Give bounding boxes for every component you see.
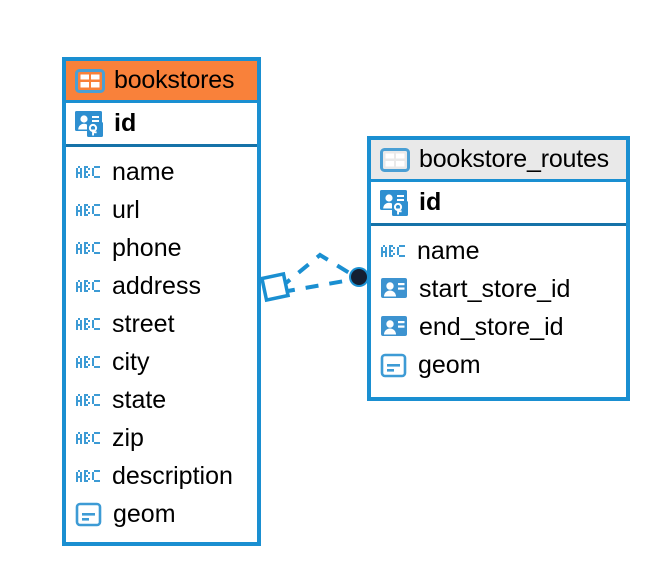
text-type-icon	[75, 464, 103, 490]
field-row-name[interactable]: name	[380, 232, 617, 270]
field-row-geom[interactable]: geom	[380, 346, 617, 384]
field-label: street	[112, 309, 175, 338]
field-label: geom	[113, 499, 176, 528]
field-row-description[interactable]: description	[75, 457, 248, 495]
text-type-icon	[75, 274, 103, 300]
field-list-bookstore-routes: name start_store_id	[371, 226, 626, 392]
field-row-name[interactable]: name	[75, 153, 248, 191]
field-label: url	[112, 195, 140, 224]
entity-bookstore-routes[interactable]: bookstore_routes id	[367, 136, 630, 401]
field-row-primary-key[interactable]: id	[66, 100, 257, 147]
field-label: id	[114, 109, 137, 137]
field-row-start-store-id[interactable]: start_store_id	[380, 270, 617, 308]
relationship-line-lower	[281, 277, 357, 294]
field-row-primary-key[interactable]: id	[371, 179, 626, 226]
field-label: description	[112, 461, 233, 490]
primary-key-icon	[75, 110, 105, 138]
field-row-phone[interactable]: phone	[75, 229, 248, 267]
entity-header-bookstores[interactable]: bookstores	[66, 61, 257, 100]
text-type-icon	[75, 160, 103, 186]
field-row-geom[interactable]: geom	[75, 495, 248, 533]
text-type-icon	[75, 388, 103, 414]
text-type-icon	[75, 312, 103, 338]
field-label: state	[112, 385, 167, 414]
hollow-diamond-marker	[259, 271, 291, 303]
field-label: id	[419, 188, 442, 216]
primary-key-icon	[380, 189, 410, 217]
field-label: zip	[112, 423, 144, 452]
field-row-url[interactable]: url	[75, 191, 248, 229]
text-type-icon	[380, 239, 408, 265]
table-icon	[75, 68, 105, 94]
foreign-key-icon	[380, 275, 410, 303]
field-row-state[interactable]: state	[75, 381, 248, 419]
field-label: phone	[112, 233, 182, 262]
entity-title: bookstores	[114, 66, 235, 94]
field-label: geom	[418, 350, 481, 379]
text-type-icon	[75, 350, 103, 376]
foreign-key-icon	[380, 313, 410, 341]
field-label: end_store_id	[419, 312, 564, 341]
field-label: address	[112, 271, 201, 300]
field-label: city	[112, 347, 150, 376]
table-icon	[380, 147, 410, 173]
text-type-icon	[75, 426, 103, 452]
field-row-address[interactable]: address	[75, 267, 248, 305]
entity-header-bookstore-routes[interactable]: bookstore_routes	[371, 140, 626, 179]
field-row-end-store-id[interactable]: end_store_id	[380, 308, 617, 346]
relationship-line-upper	[278, 252, 358, 290]
field-label: start_store_id	[419, 274, 571, 303]
field-row-zip[interactable]: zip	[75, 419, 248, 457]
field-row-street[interactable]: street	[75, 305, 248, 343]
field-row-city[interactable]: city	[75, 343, 248, 381]
filled-circle-marker	[349, 267, 369, 287]
entity-bookstores[interactable]: bookstores id	[62, 57, 261, 546]
text-type-icon	[75, 236, 103, 262]
text-type-icon	[75, 198, 103, 224]
entity-title: bookstore_routes	[419, 145, 609, 173]
geometry-type-icon	[75, 501, 104, 528]
geometry-type-icon	[380, 352, 409, 379]
field-label: name	[112, 157, 175, 186]
field-list-bookstores: name	[66, 147, 257, 541]
field-label: name	[417, 236, 480, 265]
